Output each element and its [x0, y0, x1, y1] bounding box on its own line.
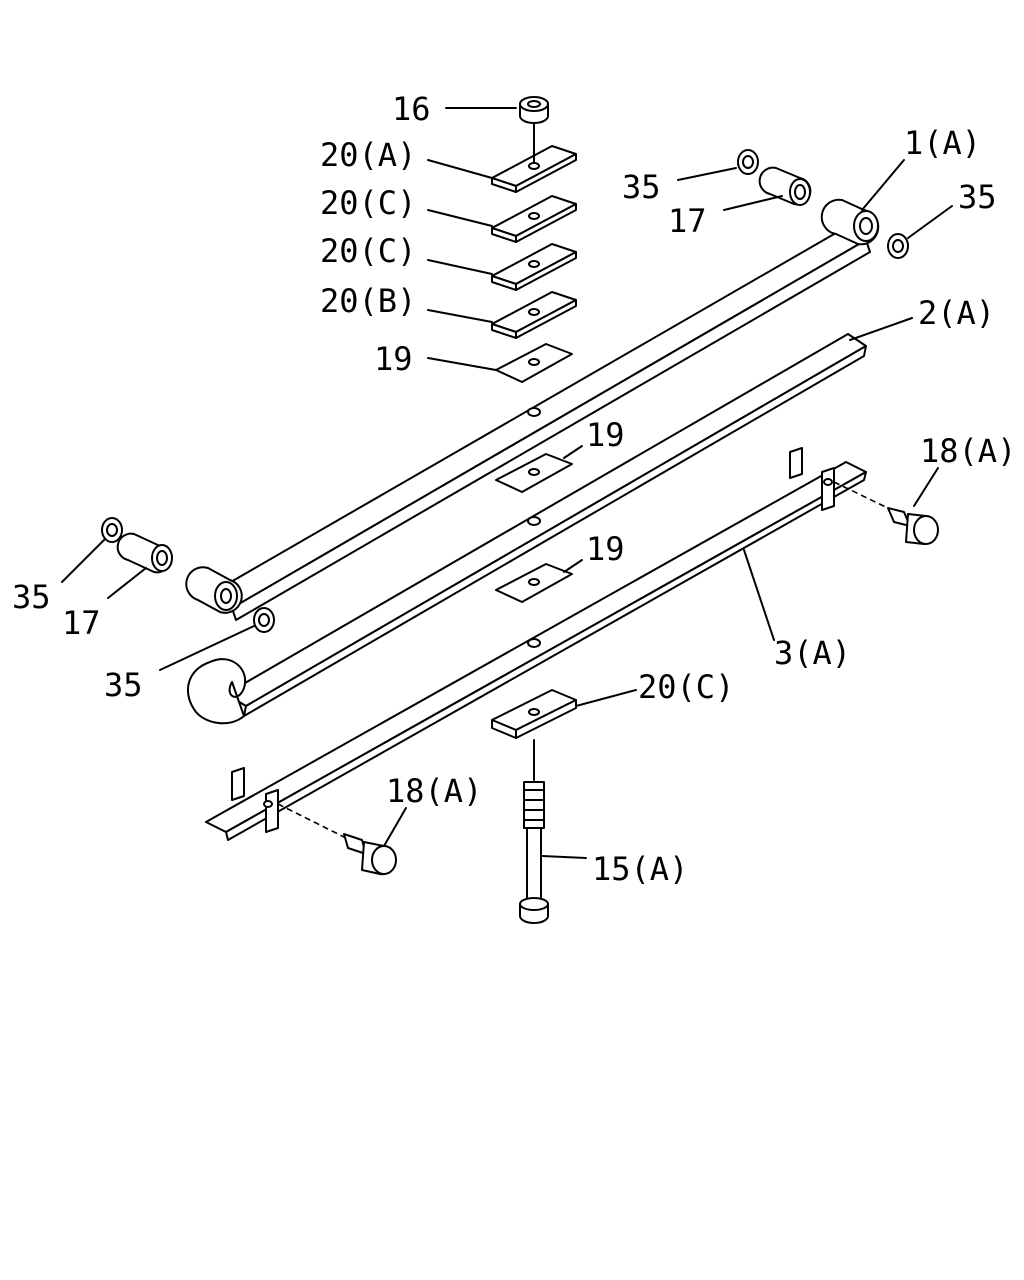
callout-labels: 16 20(A) 20(C) 20(C) 20(B) 19 19 19 35 1…	[12, 90, 1016, 888]
washer-35-rear-right	[887, 233, 909, 259]
bolt-18a-front	[277, 803, 397, 876]
callout-15a: 15(A)	[592, 850, 688, 888]
callout-2a: 2(A)	[918, 294, 995, 332]
callout-19-low: 19	[586, 530, 625, 568]
plate-20a	[491, 121, 577, 193]
bushing-17-front	[116, 532, 173, 574]
plate-19-top	[495, 343, 573, 383]
plate-20c-middle	[491, 243, 577, 291]
callout-18a-rear: 18(A)	[920, 432, 1016, 470]
nut-16	[519, 96, 549, 124]
callout-19-top: 19	[374, 340, 413, 378]
leaf-3a	[205, 447, 867, 841]
callout-17-rear: 17	[668, 202, 707, 240]
callout-20c-2: 20(C)	[320, 232, 416, 270]
callout-18a-front: 18(A)	[386, 772, 482, 810]
bushing-17-rear	[758, 166, 812, 206]
plate-20b	[491, 291, 577, 339]
plate-19-mid	[495, 453, 573, 493]
callout-20a: 20(A)	[320, 136, 416, 174]
center-bolt-15a	[519, 739, 549, 924]
callout-1a: 1(A)	[904, 124, 981, 162]
washer-35-front-low	[253, 607, 275, 633]
callout-20c-bottom: 20(C)	[638, 668, 734, 706]
washer-35-rear-left	[737, 149, 759, 175]
leaf-2a	[187, 333, 867, 725]
callout-3a: 3(A)	[774, 634, 851, 672]
callout-16: 16	[392, 90, 431, 128]
callout-19-mid: 19	[586, 416, 625, 454]
callout-35-front-low: 35	[104, 666, 143, 704]
callout-35-rear-left: 35	[622, 168, 661, 206]
leaf-1a	[185, 198, 880, 621]
callout-35-front-top: 35	[12, 578, 51, 616]
plate-20c-bottom	[491, 689, 577, 739]
washer-35-front-top	[101, 517, 123, 543]
leader-lines	[61, 107, 953, 859]
callout-17-front: 17	[62, 604, 101, 642]
callout-20b: 20(B)	[320, 282, 416, 320]
callout-35-rear-right: 35	[958, 178, 997, 216]
callout-20c-1: 20(C)	[320, 184, 416, 222]
plate-19-low	[495, 563, 573, 603]
plate-20c-upper	[491, 195, 577, 243]
bolt-18a-rear	[833, 481, 939, 546]
